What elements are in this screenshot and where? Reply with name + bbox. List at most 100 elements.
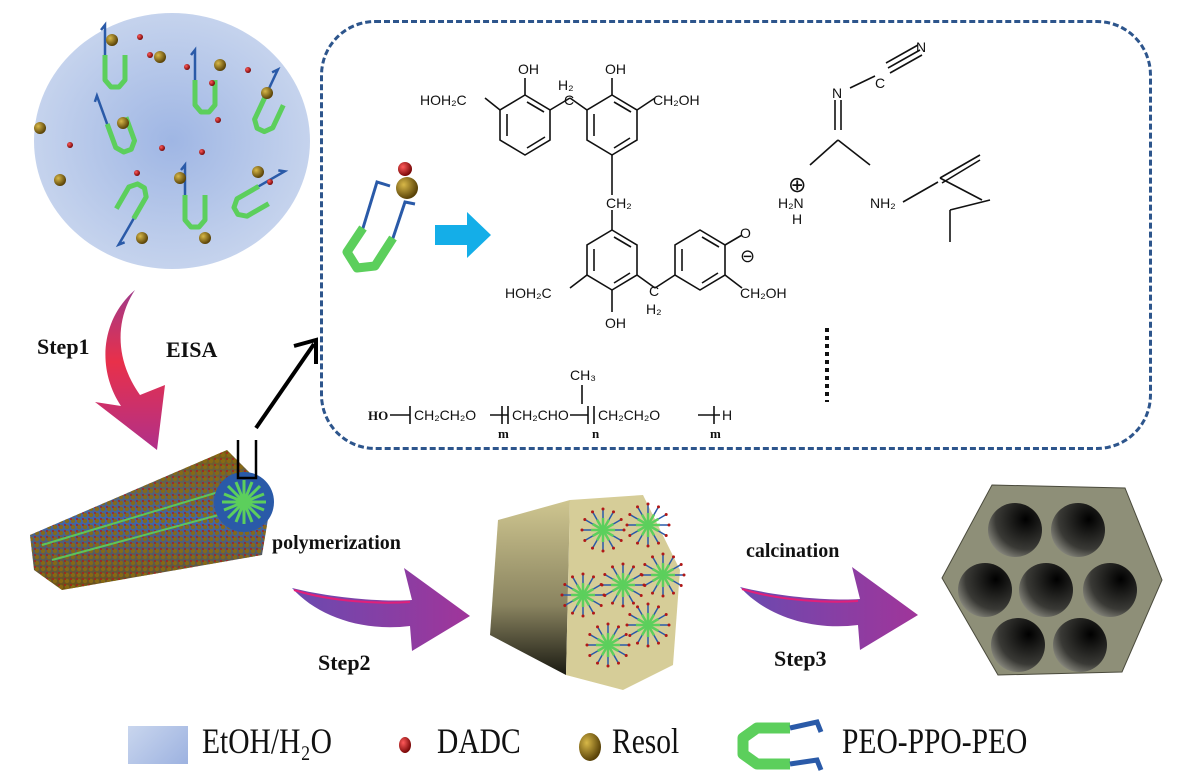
surfactant-molecule	[93, 92, 138, 155]
step3-label: Step3	[774, 646, 827, 671]
zoom-region-marker	[236, 440, 258, 480]
legend-resol-sphere-icon	[579, 733, 601, 761]
dispersed-particles	[34, 34, 273, 244]
surfactant-molecule	[100, 21, 128, 90]
label-ch3: CH₃	[570, 367, 596, 383]
legend-label-solvent: EtOH/H₂O	[202, 721, 333, 761]
dadc-particle	[245, 67, 251, 73]
label-ch2oh-top: CH₂OH	[653, 92, 700, 108]
label-n-nitrile: N	[916, 39, 926, 55]
surfactant-molecule	[190, 46, 218, 115]
step2-label: Step2	[318, 650, 371, 675]
resol-particle	[54, 174, 66, 186]
interaction-detail-box	[320, 20, 1152, 450]
micelle-cross-sections	[560, 502, 686, 668]
dadc-particle	[137, 34, 143, 40]
legend-label-resol: Resol	[612, 721, 680, 761]
minus-charge-icon: ⊖	[740, 246, 755, 266]
micelle-cross-section	[625, 602, 671, 648]
mesostructured-composite	[490, 495, 686, 690]
step1-method-label: EISA	[166, 337, 218, 362]
step2-arrow	[292, 568, 470, 651]
resol-particle	[117, 117, 129, 129]
legend-copolymer-icon	[737, 719, 824, 771]
label-ppo-block: CH₂CHO	[512, 407, 569, 423]
label-hoh2c-top: HOH₂C	[420, 92, 467, 108]
micelle-cross-section	[600, 562, 646, 608]
label-n-imine: N	[832, 85, 842, 101]
dadc-particle	[267, 179, 273, 185]
micelle-cross-section	[625, 502, 671, 548]
zoom-pointer-arrow	[254, 337, 318, 430]
resol-particle	[154, 51, 166, 63]
label-nh2: NH₂	[870, 195, 896, 211]
dadc-particle	[134, 170, 140, 176]
micelle-cross-section	[560, 572, 606, 618]
label-n: n	[592, 426, 600, 440]
dadc-particle	[67, 142, 73, 148]
svg-text:C: C	[564, 92, 574, 108]
micelle-cross-section	[585, 622, 631, 668]
legend-label-copolymer: PEO-PPO-PEO	[842, 721, 1028, 761]
legend-solvent-swatch	[128, 726, 188, 764]
label-oh-top-left: OH	[518, 61, 539, 77]
resol-particle	[136, 232, 148, 244]
plus-charge-icon: ⊕	[788, 172, 806, 197]
label-oh-bottom: OH	[605, 315, 626, 331]
label-ch2-middle: CH₂	[606, 195, 632, 211]
ordered-mesoporous-carbon	[941, 484, 1163, 676]
step1-label: Step1	[37, 334, 90, 359]
dadc-particle	[209, 80, 215, 86]
label-c-nitrile: C	[875, 75, 885, 91]
dadc-particle	[159, 145, 165, 151]
pore	[1053, 618, 1107, 672]
micelle-cross-section	[580, 507, 626, 553]
dadc-particle	[215, 117, 221, 123]
surfactant-molecule	[114, 181, 149, 248]
dadc-particle	[199, 149, 205, 155]
label-h2-bottom: H₂	[646, 301, 662, 317]
label-h2n: H₂N	[778, 195, 804, 211]
surfactant-resol-dadc-complex	[342, 162, 418, 273]
resol-particle	[252, 166, 264, 178]
resol-particle	[199, 232, 211, 244]
step3-arrow	[740, 567, 918, 650]
solvent-droplet	[34, 13, 310, 269]
chemical-structure: OH OH H₂ C HOH₂C CH₂OH CH₂ HOH₂C OH C H₂…	[368, 39, 991, 440]
pore	[988, 503, 1042, 557]
pore	[1019, 563, 1073, 617]
label-oh-top-right: OH	[605, 61, 626, 77]
label-m-2: m	[710, 426, 721, 440]
pore	[1083, 563, 1137, 617]
cyan-arrow-icon	[435, 212, 491, 258]
svg-text:C: C	[649, 283, 659, 299]
resol-particle	[174, 172, 186, 184]
label-peo-block-1: CH₂CH₂O	[414, 407, 476, 423]
pore	[991, 618, 1045, 672]
label-hoh2c-bottom: HOH₂C	[505, 285, 552, 301]
pore	[1051, 503, 1105, 557]
resol-particle	[34, 122, 46, 134]
dadc-particle	[184, 64, 190, 70]
pores	[958, 503, 1137, 672]
step2-method-label: polymerization	[272, 532, 401, 554]
pore	[958, 563, 1012, 617]
surfactant-molecule	[180, 161, 208, 230]
label-h2-top: H₂	[558, 77, 574, 93]
legend-dadc-sphere-icon	[399, 737, 411, 753]
legend-label-dadc: DADC	[437, 721, 521, 761]
label-m-1: m	[498, 426, 509, 440]
dadc-particle	[147, 52, 153, 58]
legend: EtOH/H₂O DADC Resol PEO-PPO-PEO	[0, 712, 1181, 772]
label-ho: HO	[368, 408, 388, 423]
label-ch2oh-bottom: CH₂OH	[740, 285, 787, 301]
micelle-cross-section	[640, 552, 686, 598]
resol-particle	[214, 59, 226, 71]
cylindrical-micelle	[30, 440, 274, 590]
resol-particle	[106, 34, 118, 46]
surfactant-molecules	[93, 21, 289, 248]
label-peo-block-2: CH₂CH₂O	[598, 407, 660, 423]
label-h-end: H	[722, 407, 732, 423]
step3-method-label: calcination	[746, 540, 840, 562]
label-h: H	[792, 211, 802, 227]
